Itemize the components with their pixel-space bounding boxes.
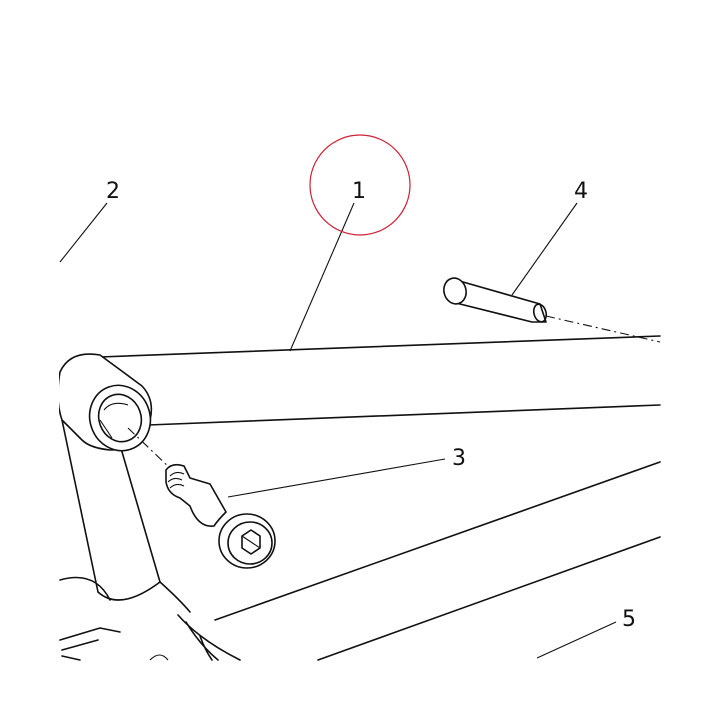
crop-mask-right xyxy=(661,0,720,720)
frame-post xyxy=(59,419,241,661)
leader-5 xyxy=(536,621,617,659)
bushing xyxy=(57,353,153,452)
shoulder-bolt xyxy=(127,427,276,569)
leader-2 xyxy=(59,202,108,263)
callout-4: 4 xyxy=(574,179,588,204)
callout-2: 2 xyxy=(106,179,120,204)
callout-5: 5 xyxy=(622,607,636,632)
leader-1 xyxy=(289,202,355,352)
frame-tube xyxy=(99,335,661,661)
crop-mask-left xyxy=(0,250,59,720)
crop-mask-bottom xyxy=(0,661,720,720)
leader-4 xyxy=(511,202,578,296)
leader-lines xyxy=(59,202,617,659)
pin xyxy=(443,277,661,343)
callout-3: 3 xyxy=(452,446,466,471)
highlight-circle xyxy=(309,134,411,236)
callout-1: 1 xyxy=(352,179,366,204)
leader-3 xyxy=(227,458,446,498)
